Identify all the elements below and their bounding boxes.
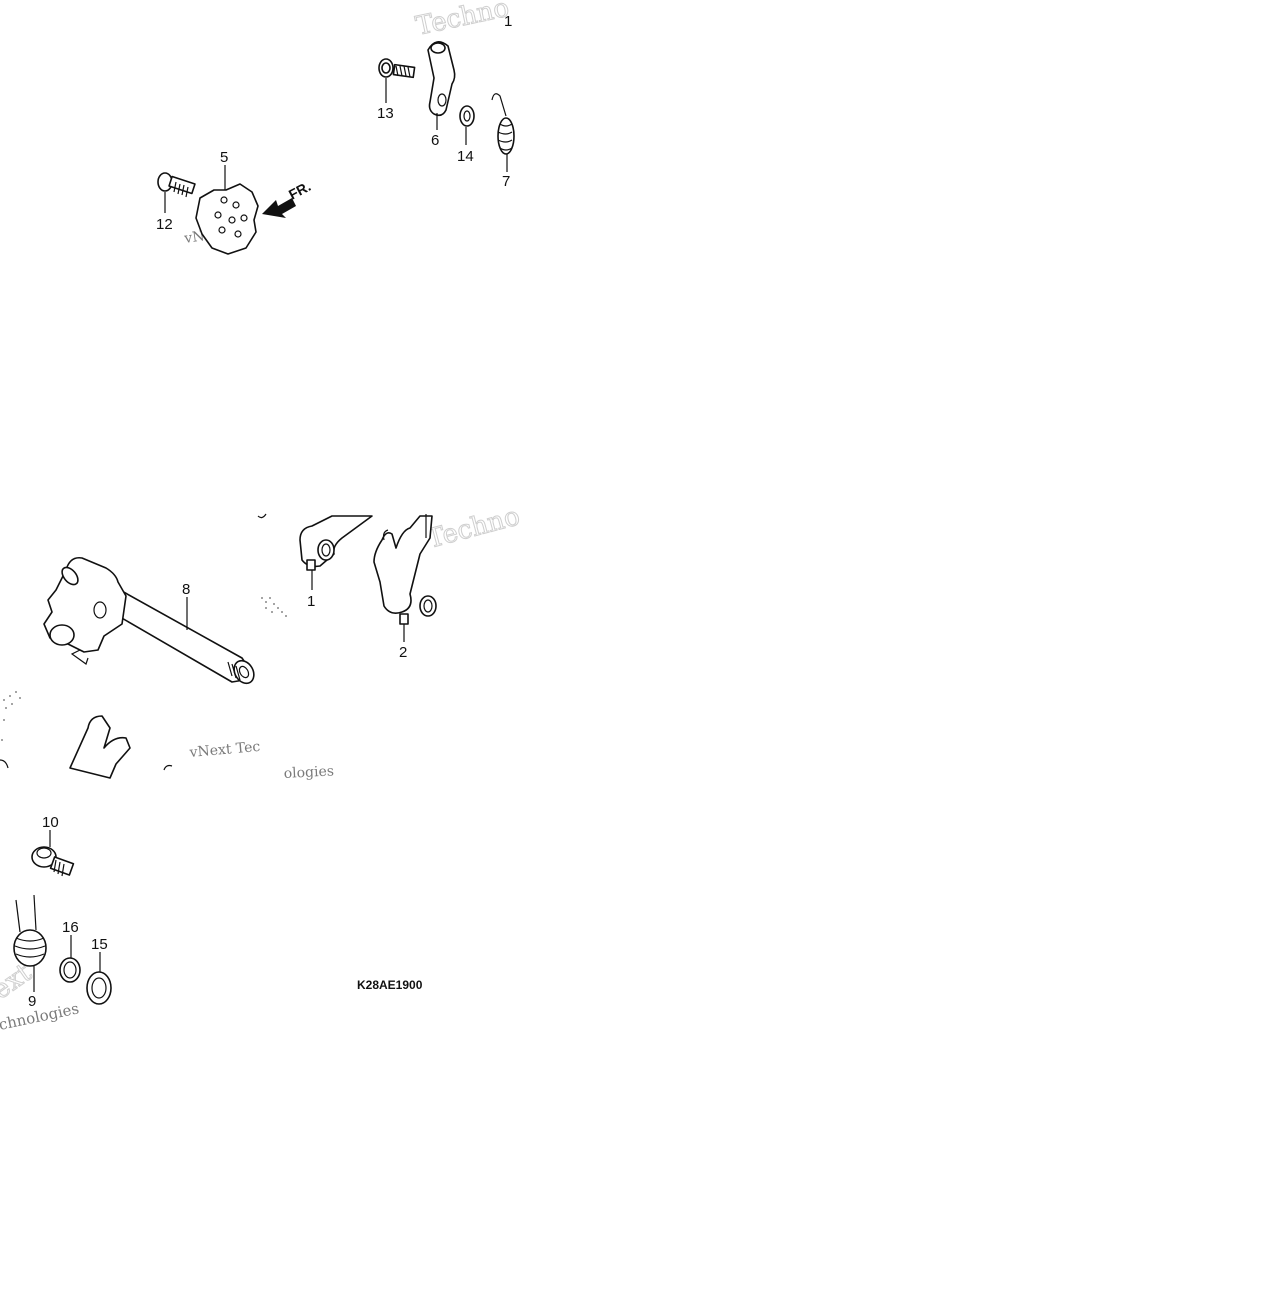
snap-ring-16-part [59,957,81,983]
watermark-text: chnologies [0,999,81,1034]
callout-top-right-fragment: 1 [504,13,512,30]
top-panel: 13 6 14 7 1 1 [156,13,515,255]
bolt-12-part [157,172,196,198]
direction-marker-label: FR. [286,178,313,203]
diagram-code: K28AE1900 [357,978,423,992]
callout-10: 10 [42,814,59,831]
shift-drum-center-5-part [195,183,259,255]
callout-15: 15 [91,936,108,953]
callout-8: 8 [182,581,190,598]
bolt-13-part [378,58,416,79]
washer-15-part [86,971,112,1005]
middle-panel: 1 2 8 [0,513,437,779]
shift-drum-8-part [43,556,255,685]
front-direction-arrow-icon: FR. [262,178,313,218]
callout-5: 5 [220,149,228,166]
watermark-text: Techno [413,0,512,42]
spring-7-part [491,93,515,155]
callout-14: 14 [457,148,474,165]
shadow-pattern [1,597,287,741]
callout-6: 6 [431,132,439,149]
lower-fork-fragment-part [0,715,173,779]
watermark-text: ologies [283,763,334,782]
callout-12: 12 [156,216,173,233]
shift-fork-2-part [373,514,437,625]
watermark-text: vNext Tec [188,739,261,761]
stopper-arm-6-part [427,41,456,117]
washer-14-part [459,105,475,127]
spring-9-part [13,894,47,967]
shift-fork-1-part [299,515,373,571]
callout-1: 1 [307,593,315,610]
callout-2: 2 [399,644,407,661]
watermark-text: Techno [424,501,523,554]
bolt-10-part [31,846,75,877]
bottom-panel: 10 9 16 15 K28AE1900 [13,814,423,1010]
callout-16: 16 [62,919,79,936]
callout-7: 7 [502,173,510,190]
callout-9: 9 [28,993,36,1010]
callout-13: 13 [377,105,394,122]
